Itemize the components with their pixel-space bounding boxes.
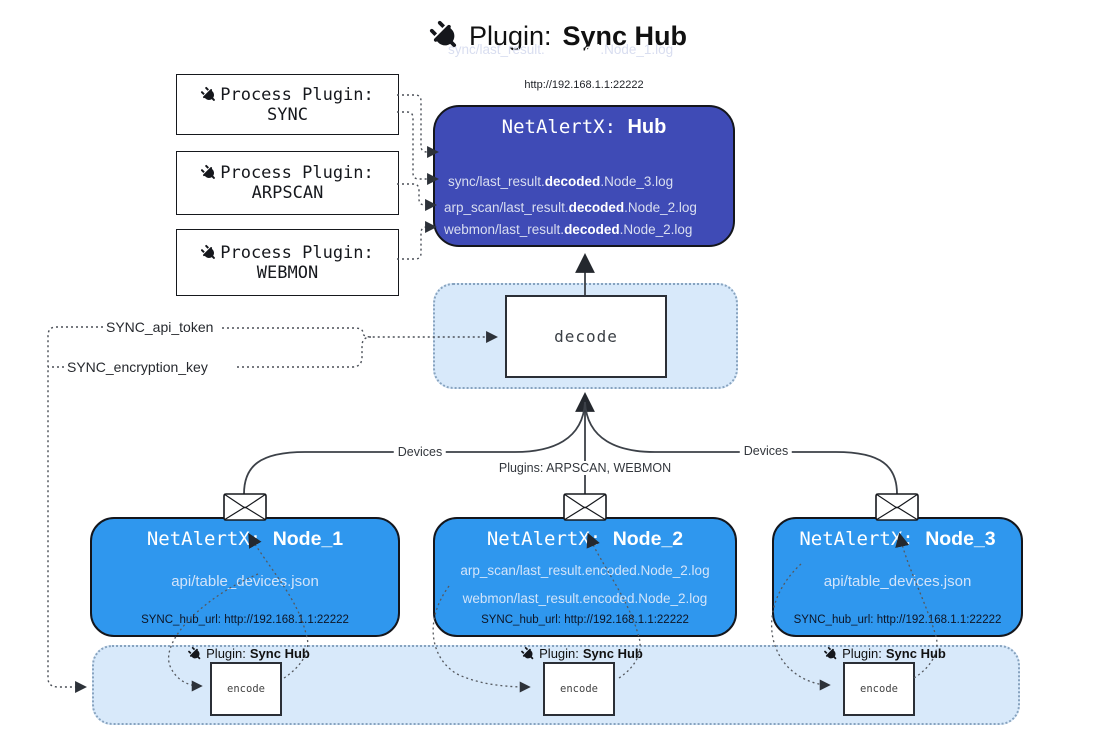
hub-log-line: webmon/last_result.decoded.Node_2.log	[444, 222, 693, 237]
setting-sync-api-token: SYNC_api_token	[103, 319, 217, 335]
edge-label-devices-right: Devices	[739, 444, 793, 458]
hub-log-line: sync/last_result.decoded.Node_3.log	[448, 174, 674, 189]
process-plugin-name: SYNC	[267, 104, 308, 125]
hub-log-line: sync/last_result.decoded.Node_1.log	[448, 42, 674, 57]
encode-plugin-label: Plugin:Sync Hub	[521, 646, 643, 661]
process-plugin-name: ARPSCAN	[251, 183, 324, 203]
process-plugin-name: WEBMON	[256, 262, 319, 283]
process-plugin-label: Process Plugin:	[220, 242, 374, 263]
edge-label-plugins-mid: Plugins: ARPSCAN, WEBMON	[495, 461, 675, 475]
process-plugin-webmon: Process Plugin: WEBMON	[176, 229, 399, 296]
encode-box: encode	[543, 662, 615, 716]
edge-webmon-to-log4	[397, 221, 437, 260]
plug-icon	[188, 646, 201, 659]
plug-icon	[521, 646, 534, 659]
node-3: NetAlertX: Node_3 api/table_devices.json…	[772, 517, 1023, 637]
encode-box: encode	[843, 662, 915, 716]
edge-apitoken-down-to-encode-panel	[47, 326, 103, 693]
node-1: NetAlertX: Node_1 api/table_devices.json…	[90, 517, 400, 637]
plug-icon	[201, 244, 216, 259]
plug-icon	[201, 164, 216, 179]
hub-node: NetAlertX: Hub sync/last_result.decoded.…	[433, 42, 735, 247]
node-title: NetAlertX: Node_2	[486, 528, 684, 550]
edge-arpscan-to-log3	[397, 183, 437, 211]
encode-plugin-label: Plugin:Sync Hub	[824, 646, 946, 661]
node-hub-url: SYNC_hub_url: http://192.168.1.1:22222	[481, 614, 689, 626]
process-plugin-label: Process Plugin:	[220, 163, 374, 183]
plug-icon	[201, 86, 216, 101]
plug-icon	[429, 20, 457, 48]
hub-title-bold: Hub	[627, 116, 667, 138]
node-title: NetAlertX: Node_3	[799, 528, 996, 550]
node-file: api/table_devices.json	[823, 573, 972, 590]
setting-sync-encryption-key: SYNC_encryption_key	[64, 359, 211, 375]
node-file: webmon/last_result.encoded.Node_2.log	[462, 591, 708, 606]
edge-sync-to-log2	[397, 111, 439, 185]
encode-box: encode	[210, 662, 282, 716]
node-hub-url: SYNC_hub_url: http://192.168.1.1:22222	[141, 614, 349, 626]
edge-encryptionkey-right-join	[237, 336, 372, 368]
encode-plugin-label: Plugin:Sync Hub	[188, 646, 310, 661]
page-title-bold: Sync Hub	[562, 20, 688, 51]
page-title-prefix: Plugin:	[468, 20, 552, 51]
process-plugin-arpscan: Process Plugin: ARPSCAN	[176, 151, 399, 215]
edge-label-devices-left: Devices	[393, 445, 447, 459]
node-hub-url: SYNC_hub_url: http://192.168.1.1:22222	[793, 614, 1002, 626]
node-file: api/table_devices.json	[171, 573, 319, 590]
hub-title-prefix: NetAlertX:	[501, 116, 617, 138]
process-plugin-sync: Process Plugin: SYNC	[176, 74, 399, 135]
hub-url: http://192.168.1.1:22222	[524, 79, 644, 91]
node-file: arp_scan/last_result.encoded.Node_2.log	[460, 563, 710, 578]
edge-sync-to-log1	[397, 94, 439, 158]
page-title: Plugin: Sync Hub	[0, 14, 1117, 58]
plug-icon	[824, 646, 837, 659]
decode-box: decode	[505, 295, 667, 378]
node-title: NetAlertX: Node_1	[146, 528, 344, 550]
node-2: NetAlertX: Node_2 arp_scan/last_result.e…	[433, 517, 737, 637]
hub-log-line: arp_scan/last_result.decoded.Node_2.log	[444, 200, 697, 215]
process-plugin-label: Process Plugin:	[220, 84, 374, 105]
hub-title: NetAlertX: Hub	[435, 116, 733, 139]
